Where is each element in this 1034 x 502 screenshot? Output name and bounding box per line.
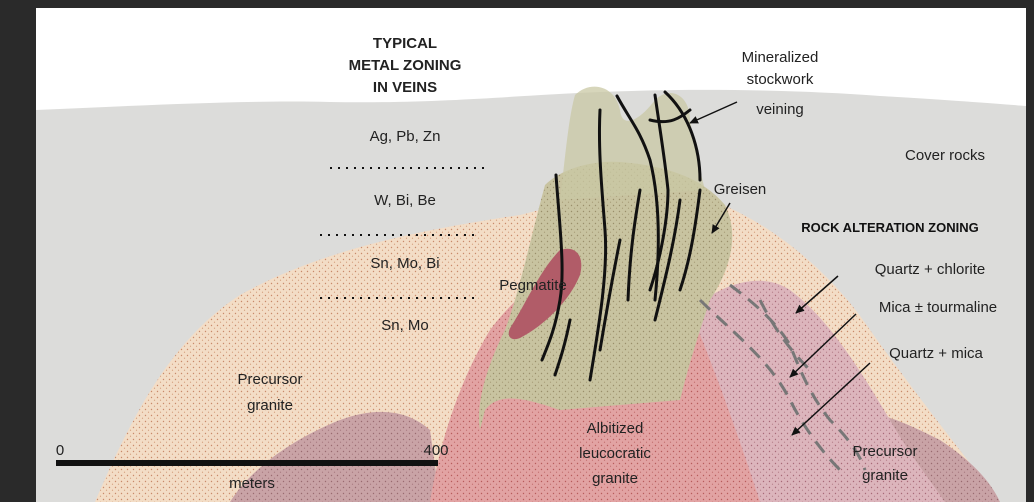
vein-zone-w-bi-be: W, Bi, Be (374, 192, 436, 209)
quartz-mica-label: Quartz + mica (889, 345, 983, 362)
vein-zone-sn-mo: Sn, Mo (381, 317, 429, 334)
pegmatite-label: Pegmatite (499, 277, 567, 294)
albitized-label-1: Albitized (587, 420, 644, 437)
vein-zone-ag-pb-zn: Ag, Pb, Zn (370, 128, 441, 145)
precursor-left-label-1: Precursor (237, 371, 302, 388)
title-line-3: IN VEINS (373, 79, 437, 96)
scale-end-label: 400 (423, 442, 448, 459)
scale-bar-line (56, 460, 438, 466)
albitized-label-3: granite (592, 470, 638, 487)
title-line-1: TYPICAL (373, 35, 437, 52)
scale-unit-label: meters (229, 475, 275, 492)
cover-rocks-label: Cover rocks (905, 147, 985, 164)
precursor-right-label-2: granite (862, 467, 908, 484)
greisen-label: Greisen (714, 181, 767, 198)
mica-tourmaline-label: Mica ± tourmaline (879, 299, 997, 316)
vein-zone-sn-mo-bi: Sn, Mo, Bi (370, 255, 439, 272)
left-margin (0, 0, 36, 502)
scale-start-label: 0 (56, 442, 64, 459)
stockwork-label-1: Mineralized (742, 49, 819, 66)
precursor-left-label-2: granite (247, 397, 293, 414)
stockwork-label-3: veining (756, 101, 804, 118)
quartz-chlorite-label: Quartz + chlorite (875, 261, 985, 278)
stockwork-label-2: stockwork (747, 71, 814, 88)
albitized-label-2: leucocratic (579, 445, 651, 462)
title-line-2: METAL ZONING (349, 57, 462, 74)
alteration-zoning-title: ROCK ALTERATION ZONING (801, 220, 978, 235)
precursor-right-label-1: Precursor (852, 443, 917, 460)
